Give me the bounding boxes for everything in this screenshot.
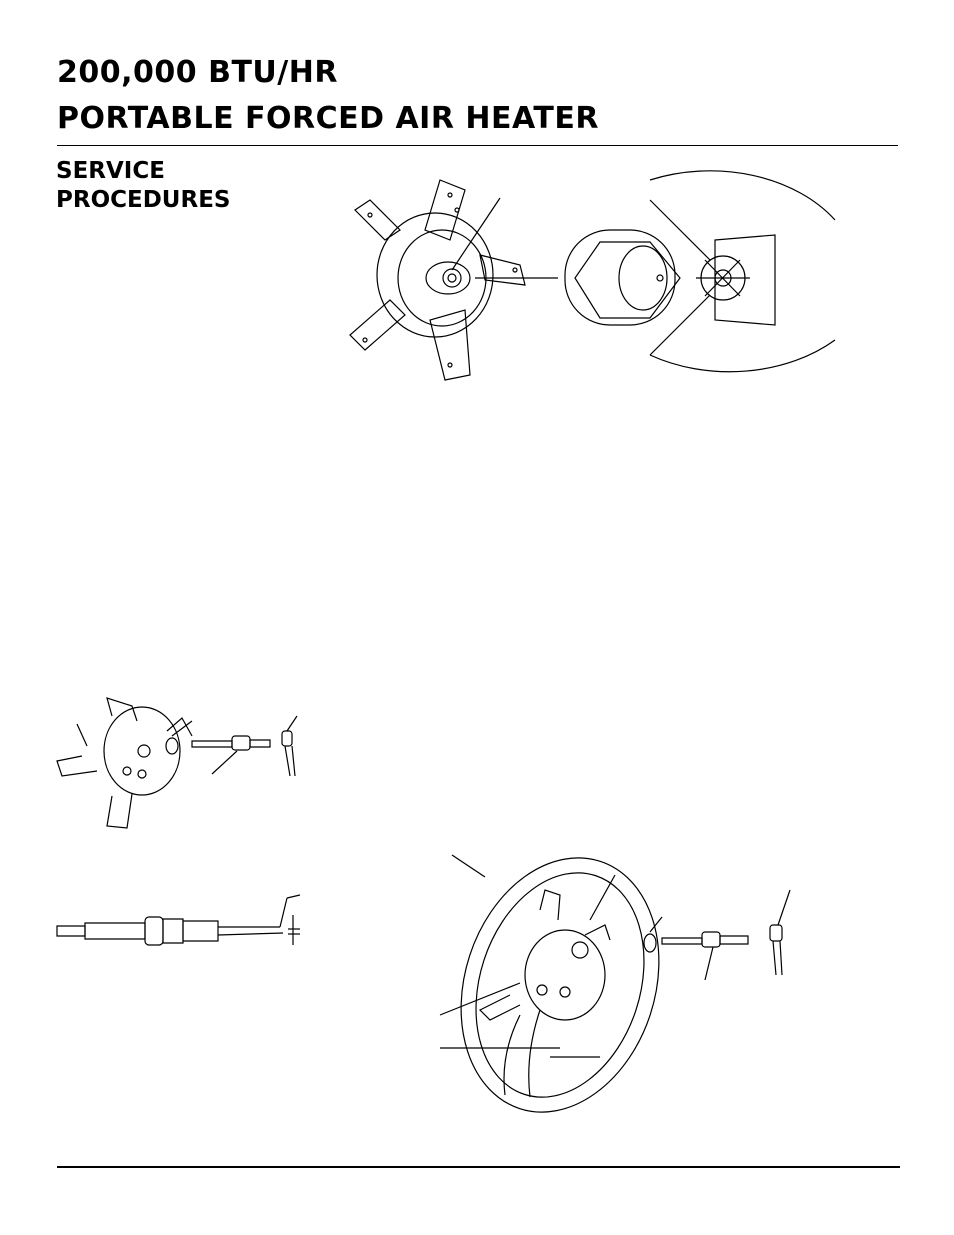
electrode-drawing — [57, 917, 283, 945]
gasket-drawing-2 — [644, 934, 656, 952]
electrode-gap-figure — [55, 893, 305, 953]
igniter-drawing — [192, 736, 270, 750]
section-heading-line-1: SERVICE — [56, 158, 165, 184]
wire-leads-drawing — [504, 985, 570, 1097]
burner-head-drawing — [350, 180, 525, 380]
gasket-drawing — [166, 738, 178, 754]
gap-dimension-marker — [280, 895, 300, 945]
page-title-line-2: PORTABLE FORCED AIR HEATER — [57, 101, 599, 136]
header-rule — [57, 145, 898, 146]
page-title-line-1: 200,000 BTU/HR — [57, 55, 338, 90]
section-heading: SERVICE PROCEDURES — [56, 157, 230, 215]
nozzle-detail-drawing — [565, 171, 835, 372]
spark-boot-drawing-2 — [770, 925, 782, 975]
igniter-drawing-2 — [662, 932, 748, 947]
burner-assembly-figure — [430, 835, 810, 1105]
nozzle-leader-line — [452, 198, 500, 270]
nozzle-figure — [330, 160, 850, 400]
spark-boot-drawing — [282, 731, 295, 776]
burner-plate-drawing — [57, 698, 192, 828]
footer-rule — [57, 1166, 900, 1168]
burner-ring-drawing — [429, 832, 690, 1138]
electrode-exploded-figure — [52, 696, 312, 828]
section-heading-line-2: PROCEDURES — [56, 187, 231, 213]
